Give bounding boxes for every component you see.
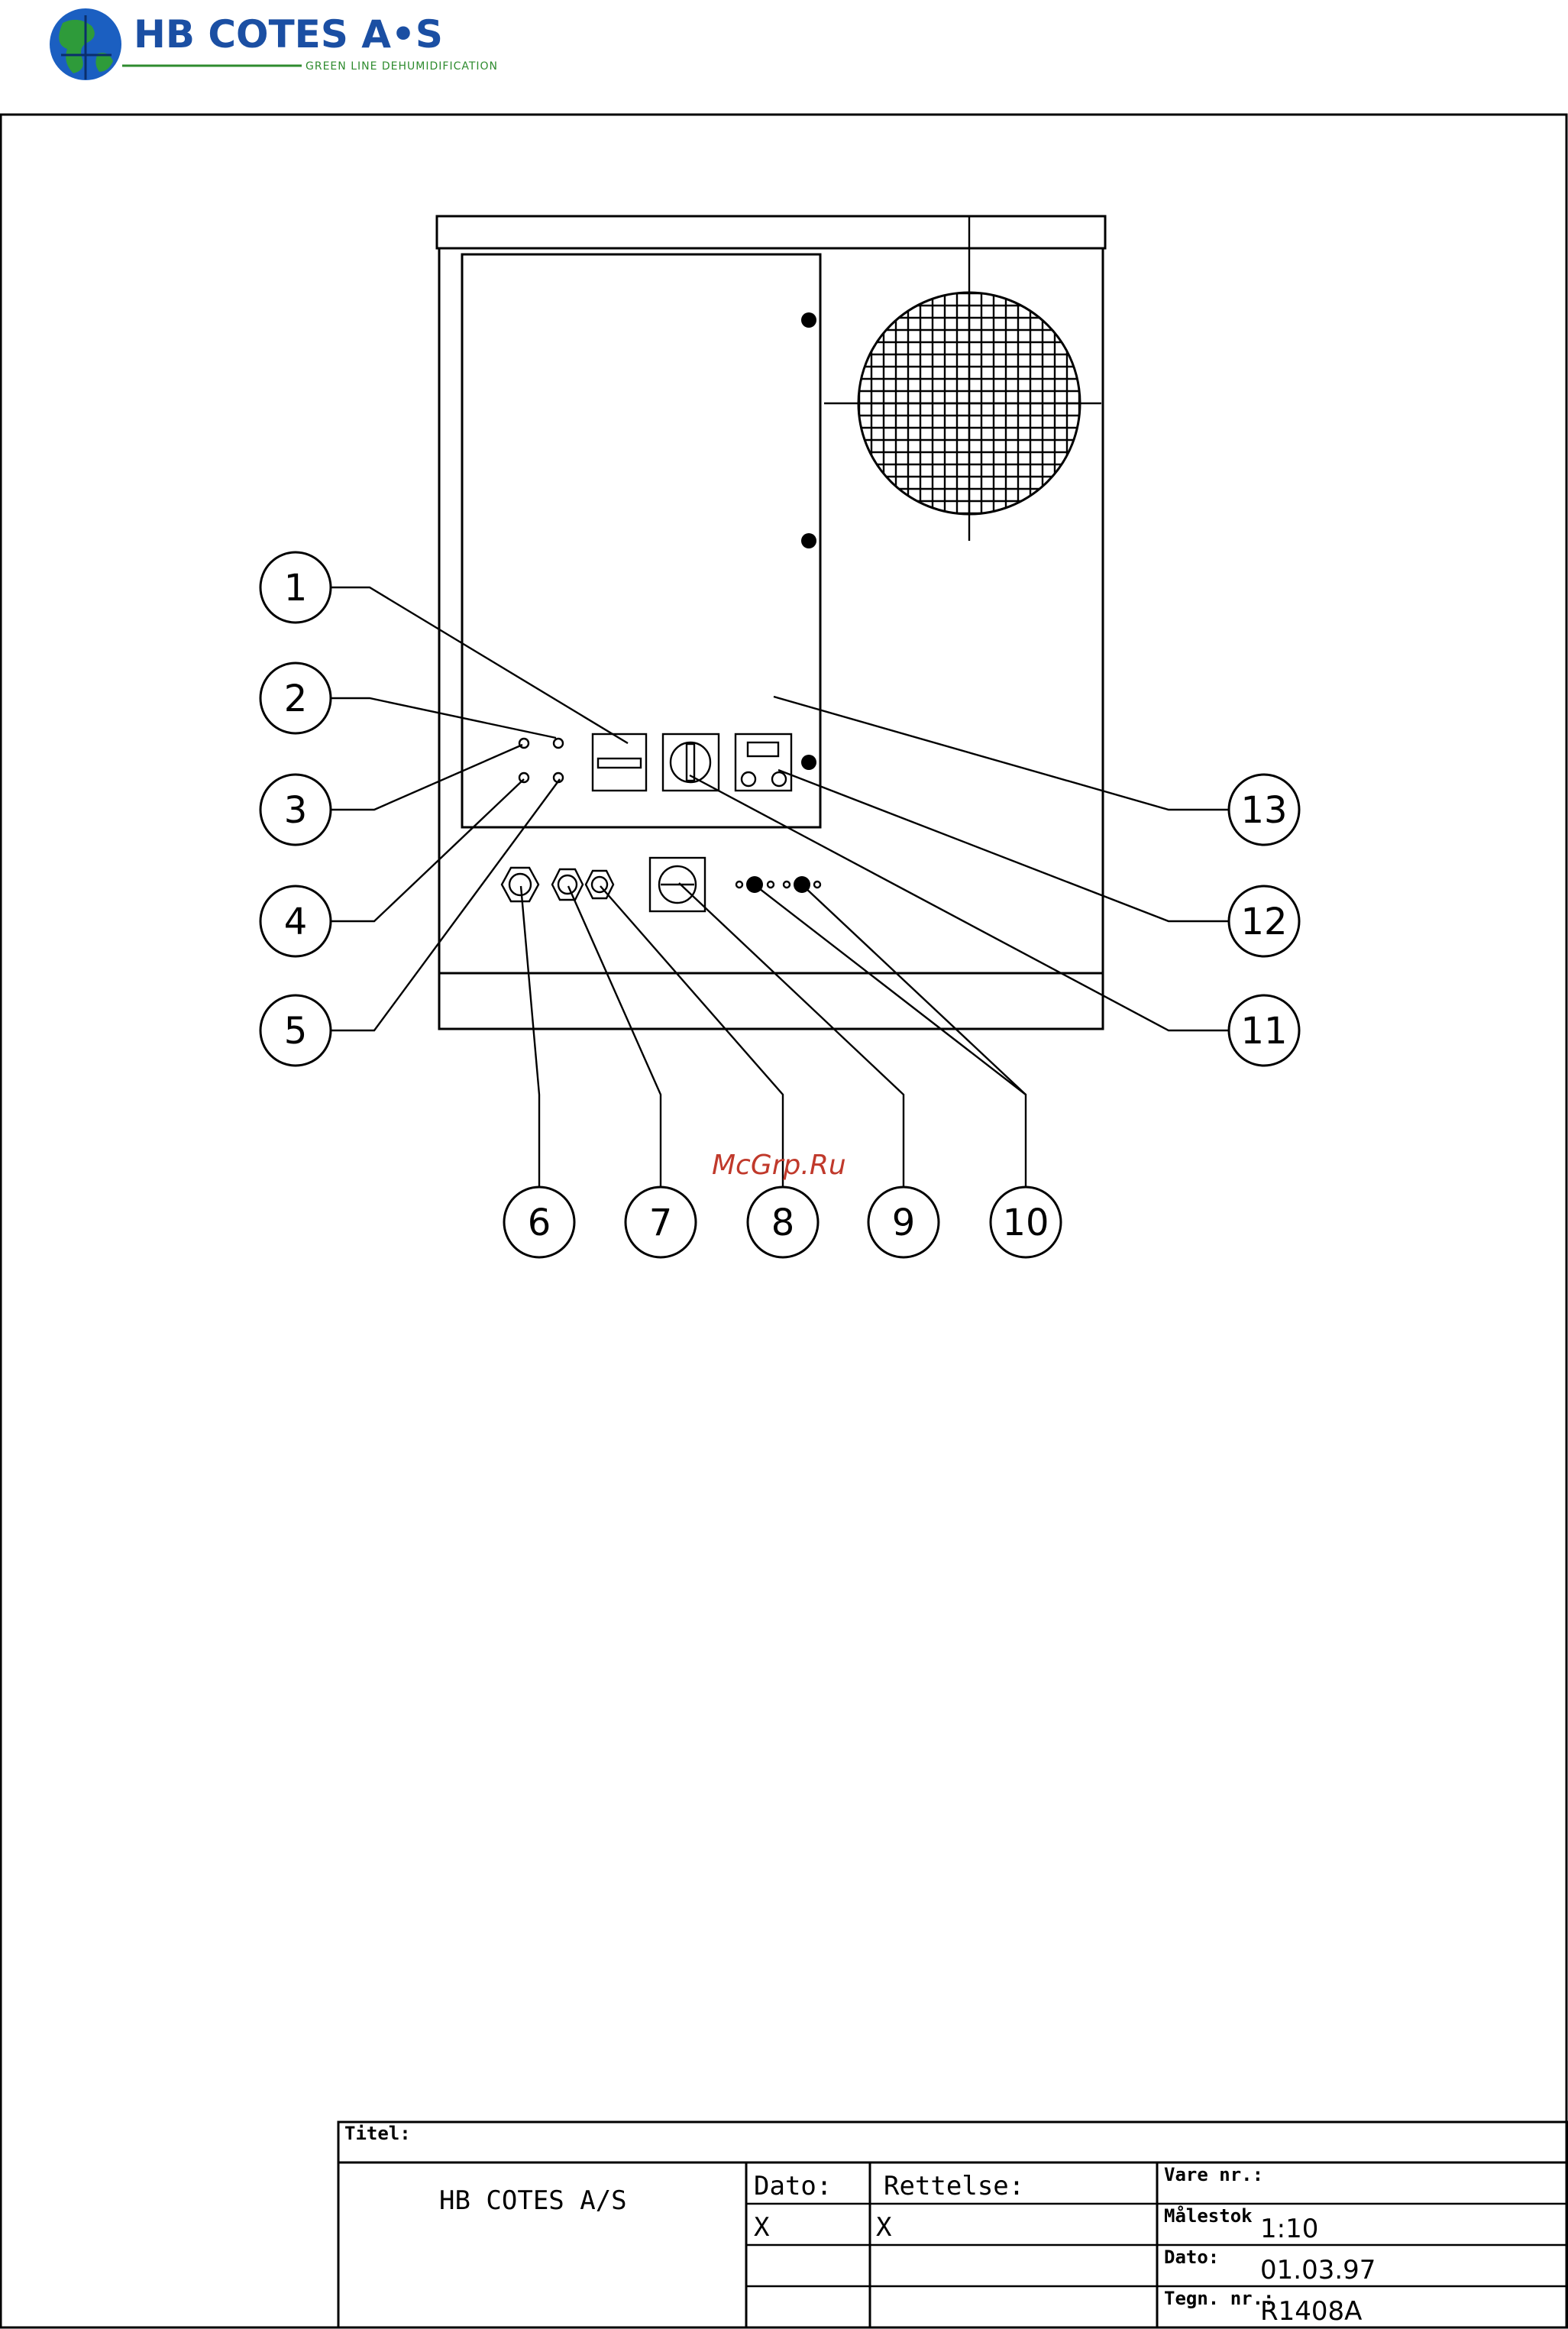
callout-4: 4	[260, 886, 331, 956]
cable-gland-6	[502, 868, 538, 901]
leader-lines	[331, 587, 1228, 1186]
company-logo: HB COTES A•S GREEN LINE DEHUMIDIFICATION	[50, 8, 498, 80]
hygrostat-12	[736, 734, 791, 791]
callout-label: 6	[528, 1202, 551, 1244]
company-name: HB COTES A/S	[439, 2185, 627, 2216]
callout-label: 1	[284, 567, 308, 610]
callout-3: 3	[260, 775, 331, 845]
dato-value: 01.03.97	[1260, 2255, 1376, 2285]
callout-7: 7	[626, 1187, 696, 1257]
row-dato-value: X	[754, 2212, 770, 2243]
rotary-switch-11	[663, 734, 719, 791]
watermark: McGrp.Ru	[712, 1150, 846, 1181]
tegn-value: R1408A	[1260, 2296, 1362, 2327]
fan-grille	[824, 216, 1101, 541]
dehumidifier-unit	[437, 216, 1105, 1029]
main-switch-9	[650, 858, 705, 911]
callout-label: 10	[1002, 1202, 1049, 1244]
callout-9: 9	[868, 1187, 939, 1257]
cable-gland-7	[552, 869, 583, 900]
callout-label: 3	[284, 789, 308, 832]
unit-top-cap	[437, 216, 1105, 248]
callout-8: 8	[748, 1187, 818, 1257]
callout-10: 10	[991, 1187, 1061, 1257]
callout-label: 5	[284, 1010, 308, 1053]
callout-5: 5	[260, 995, 331, 1066]
logo-name: HB COTES A•S	[134, 12, 443, 57]
cable-gland-8	[586, 871, 613, 898]
vare-label: Vare nr.:	[1164, 2164, 1263, 2185]
callout-11: 11	[1229, 995, 1299, 1066]
callout-label: 13	[1240, 789, 1287, 832]
callout-label: 2	[284, 678, 308, 720]
unit-body	[439, 248, 1103, 1029]
rettelse-header: Rettelse:	[884, 2171, 1024, 2201]
switch-1	[593, 734, 646, 791]
tegn-label: Tegn. nr.:	[1164, 2288, 1275, 2309]
dato-label: Dato:	[1164, 2247, 1219, 2268]
callout-12: 12	[1229, 886, 1299, 956]
lamp-indicators	[519, 739, 563, 782]
title-block: Titel: HB COTES A/S Dato: Rettelse: X X …	[338, 2122, 1568, 2327]
control-panel	[519, 734, 791, 791]
callout-13: 13	[1229, 775, 1299, 845]
lower-panel	[502, 858, 820, 911]
globe-icon	[50, 8, 121, 80]
callout-label: 9	[892, 1202, 916, 1244]
front-door	[462, 254, 820, 827]
dato-header: Dato:	[754, 2171, 832, 2201]
logo-tagline: GREEN LINE DEHUMIDIFICATION	[306, 60, 498, 73]
callout-label: 4	[284, 901, 308, 943]
door-hinges	[801, 312, 816, 770]
callout-label: 7	[649, 1202, 673, 1244]
title-block-frame	[338, 2122, 1568, 2327]
malestok-value: 1:10	[1260, 2214, 1318, 2244]
row-rettelse-value: X	[876, 2212, 892, 2243]
callout-label: 12	[1240, 901, 1287, 943]
callout-1: 1	[260, 552, 331, 623]
callout-label: 8	[771, 1202, 795, 1244]
malestok-label: Målestok	[1164, 2204, 1253, 2227]
titel-label: Titel:	[344, 2123, 411, 2144]
callout-6: 6	[504, 1187, 574, 1257]
callout-2: 2	[260, 663, 331, 733]
callout-label: 11	[1240, 1010, 1287, 1053]
